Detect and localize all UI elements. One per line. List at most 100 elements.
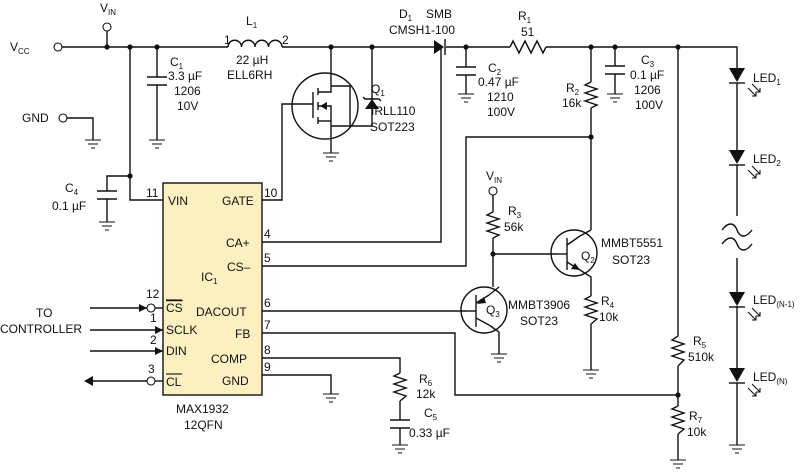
- q2-part: MMBT5551: [601, 236, 663, 250]
- c5-value: 0.33 µF: [409, 426, 450, 440]
- r7-symbol: [669, 405, 687, 435]
- ic-pin-name: DACOUT: [196, 305, 247, 319]
- c1-voltage: 10V: [177, 99, 198, 113]
- junction-dot: [490, 251, 496, 257]
- q3-ref: Q3: [486, 303, 500, 319]
- r3-ref: R3: [508, 204, 522, 220]
- ground-icon: [392, 444, 408, 454]
- ground-icon: [85, 139, 101, 149]
- labels: VIN VCC GND L1 1 2 22 µH ELL6RH D1 SMB C…: [0, 1, 795, 440]
- led-n-label: LED(N): [753, 370, 788, 386]
- vin-terminal-r3: [488, 186, 498, 196]
- junction-dot: [369, 44, 375, 50]
- ground-icon: [729, 444, 745, 454]
- junction-dot: [675, 392, 681, 398]
- diode-d1-symbol: [434, 39, 446, 55]
- r6-value: 12k: [416, 387, 436, 401]
- c4-value: 0.1 µF: [52, 199, 86, 213]
- ground-symbols: [85, 93, 745, 469]
- ground-icon: [323, 152, 339, 162]
- vin-label: VIN: [100, 1, 116, 17]
- r3-value: 56k: [504, 220, 524, 234]
- c4-ref: C4: [65, 181, 79, 197]
- ground-icon: [583, 369, 599, 379]
- ic-pin-name: FB: [235, 327, 250, 341]
- ic-pin-number: 3: [148, 362, 155, 376]
- ic-pin-name: CL: [166, 375, 182, 389]
- c1-value: 3.3 µF: [168, 69, 202, 83]
- r1-symbol: [509, 39, 547, 55]
- junction-dots: [104, 44, 681, 398]
- r1-value: 51: [521, 25, 535, 39]
- q3-package: SOT23: [520, 314, 558, 328]
- ic-pin-number: 4: [264, 227, 271, 241]
- q1-part: IRLL110: [371, 104, 416, 118]
- c2-ref: C2: [488, 61, 502, 77]
- junction-dot: [588, 44, 594, 50]
- ground-icon: [458, 93, 474, 103]
- gnd-terminal: [58, 113, 68, 123]
- r4-ref: R4: [601, 294, 615, 310]
- junction-dot: [154, 44, 160, 50]
- ic-pin-number: 8: [264, 343, 271, 357]
- r2-value: 16k: [562, 96, 582, 110]
- ic-pin-number: 2: [150, 333, 157, 347]
- q2-package: SOT23: [612, 253, 650, 267]
- q3-pnp-symbol: [460, 286, 508, 334]
- c1-package: 1206: [174, 84, 201, 98]
- l1-ref: L1: [246, 14, 258, 30]
- controller-label-line2: CONTROLLER: [0, 322, 82, 336]
- c2-package: 1210: [487, 90, 514, 104]
- led-2-label: LED2: [753, 152, 781, 168]
- d1-ref: D1: [399, 7, 413, 23]
- junction-dot: [328, 44, 334, 50]
- q1-package: SOT223: [370, 120, 415, 134]
- r5-ref: R5: [693, 334, 707, 350]
- vcc-label: VCC: [10, 40, 30, 56]
- r7-ref: R7: [689, 409, 703, 425]
- ic-pin-name: CA+: [226, 236, 250, 250]
- ic-pin-name: GATE: [222, 194, 254, 208]
- ground-icon: [491, 353, 507, 363]
- r6-ref: R6: [419, 372, 433, 388]
- junction-dot: [127, 173, 133, 179]
- ic-pin-number: 11: [146, 186, 159, 200]
- controller-arrows: [84, 303, 163, 386]
- led-1-label: LED1: [753, 71, 781, 87]
- ic-pin-name: DIN: [166, 344, 187, 358]
- c3-voltage: 100V: [635, 98, 663, 112]
- c3-ref: C3: [641, 53, 655, 69]
- junction-dot: [675, 44, 681, 50]
- l1-pin2: 2: [282, 33, 289, 47]
- q1-mosfet-symbol: [291, 72, 382, 140]
- ground-icon: [149, 139, 165, 149]
- r2-ref: R2: [566, 81, 580, 97]
- ic-pin-number: 7: [264, 318, 271, 332]
- ic-pin-name: COMP: [211, 352, 247, 366]
- r7-value: 10k: [687, 425, 707, 439]
- gnd-label: GND: [22, 111, 49, 125]
- c2-voltage: 100V: [487, 105, 515, 119]
- ic-body: [162, 182, 263, 396]
- junction-dot: [612, 44, 618, 50]
- c5-ref: C5: [424, 406, 438, 422]
- junction-dot: [104, 44, 110, 50]
- ic-pin-name: VIN: [168, 194, 188, 208]
- junction-dot: [588, 134, 594, 140]
- c1-ref: C1: [170, 55, 184, 71]
- led-n-1-label: LED(N-1): [753, 293, 795, 309]
- r3-symbol: [484, 211, 502, 239]
- ic-pin-name: CS–: [227, 260, 251, 274]
- l1-part: ELL6RH: [227, 68, 272, 82]
- q2-npn-symbol: [550, 229, 598, 277]
- vcc-terminal: [53, 42, 63, 52]
- led-n-1-symbol: [729, 292, 761, 321]
- r6-symbol: [391, 372, 409, 402]
- r5-value: 510k: [688, 350, 715, 364]
- q1-ref: Q1: [371, 82, 385, 98]
- ground-icon: [99, 221, 115, 231]
- chain-break-icon: [721, 223, 753, 251]
- ic-pin-number: 10: [264, 186, 278, 200]
- ic-pin-number: 5: [264, 251, 271, 265]
